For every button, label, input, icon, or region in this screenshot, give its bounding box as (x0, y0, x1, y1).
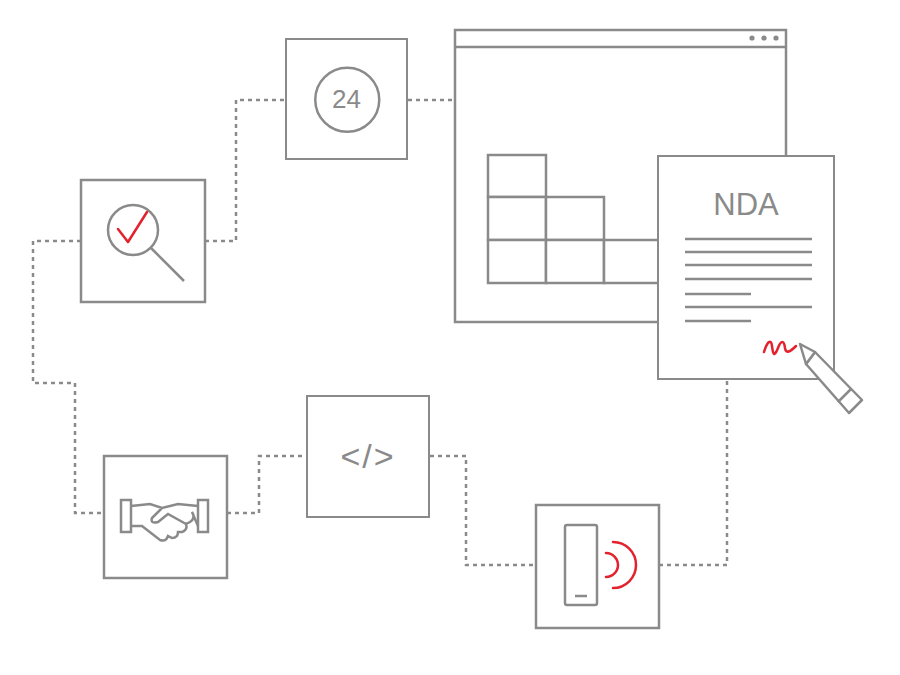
handshake-box (104, 456, 227, 578)
timer-box: 24 (285, 38, 408, 160)
document-title: NDA (713, 187, 778, 223)
grid-cell (546, 240, 604, 283)
pen-band (838, 389, 851, 402)
pen-nib (800, 344, 815, 364)
cuff (121, 500, 131, 532)
signal-wave (613, 542, 636, 588)
dashed-link (408, 99, 455, 102)
text-line (685, 293, 751, 296)
grid-cell (488, 197, 546, 240)
dashed-link (205, 100, 285, 241)
dashed-link (227, 456, 306, 513)
text-line (685, 251, 812, 254)
pen-body (806, 352, 862, 413)
magnifier-handle (151, 248, 184, 281)
clock-circle (315, 68, 379, 132)
window-dot (761, 35, 766, 40)
check-mark (118, 212, 147, 242)
text-line (685, 306, 812, 309)
grid-cell (488, 240, 546, 283)
text-line (685, 264, 812, 267)
text-line (685, 320, 751, 323)
browser-bar (455, 46, 786, 49)
phone-button (575, 595, 587, 598)
nda-document: NDA (657, 155, 835, 380)
phone-box (536, 505, 659, 628)
code-symbol: </> (340, 437, 395, 476)
dashed-link (659, 380, 727, 565)
grid-cell (604, 240, 662, 283)
text-line (685, 238, 812, 241)
hour-number: 24 (332, 84, 361, 115)
signature (764, 342, 796, 354)
window-dot (773, 35, 778, 40)
search-box (81, 180, 205, 302)
phone-icon (565, 525, 597, 605)
cuff (198, 500, 208, 532)
grid-cell (546, 197, 604, 240)
grid-cell (488, 155, 546, 197)
window-dot (749, 35, 754, 40)
handshake-icon (131, 504, 198, 541)
dashed-link (430, 456, 536, 565)
signal-wave (606, 553, 618, 577)
magnifier-icon (108, 205, 158, 255)
text-line (685, 278, 812, 281)
code-box: </> (306, 395, 430, 518)
